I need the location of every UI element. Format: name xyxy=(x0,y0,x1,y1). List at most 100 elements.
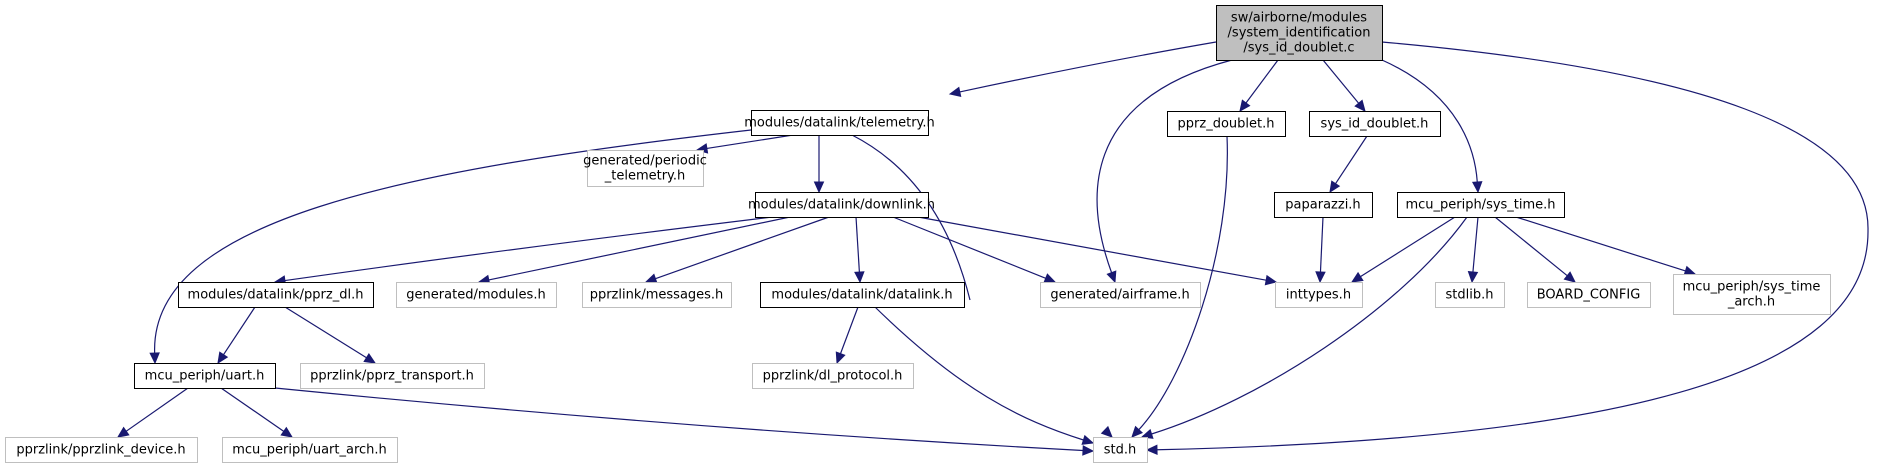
nodes-layer: sw/airborne/modules/system_identificatio… xyxy=(5,5,1831,463)
edge-uart-to-uart-arch xyxy=(220,387,294,438)
edge-downlink-to-messages-line xyxy=(655,216,830,280)
node-paparazzi[interactable]: paparazzi.h xyxy=(1274,192,1373,218)
node-downlink[interactable]: modules/datalink/downlink.h xyxy=(748,192,935,218)
node-periodic-telemetry[interactable]: generated/periodic_telemetry.h xyxy=(583,150,707,187)
node-box xyxy=(1673,274,1831,315)
edge-sys-time-to-stdlib-line xyxy=(1472,216,1479,273)
edge-sys-time-to-board-config-arrowhead xyxy=(1563,271,1576,283)
edge-downlink-to-gen-modules-line xyxy=(488,216,791,281)
edge-pprz-doublet-to-std-line xyxy=(1138,135,1228,431)
edge-pprz-dl-to-pprz-transport-line xyxy=(284,306,367,359)
node-box xyxy=(1216,5,1383,61)
node-label: sw/airborne/modules xyxy=(1231,11,1367,26)
edge-uart-to-std xyxy=(274,387,1095,456)
node-pprz-doublet[interactable]: pprz_doublet.h xyxy=(1167,111,1286,137)
edge-telemetry-to-periodic-telemetry-line xyxy=(706,134,794,150)
node-box xyxy=(755,192,929,218)
node-label: pprzlink/dl_protocol.h xyxy=(763,369,903,384)
edge-downlink-to-airframe-line xyxy=(892,216,1046,279)
node-uart[interactable]: mcu_periph/uart.h xyxy=(134,363,276,389)
edge-root-to-sys-time-arrowhead xyxy=(1471,181,1483,194)
edge-root-to-telemetry-line xyxy=(959,41,1217,93)
node-sys-time-arch[interactable]: mcu_periph/sys_time_arch.h xyxy=(1673,274,1831,315)
node-pprzlink-device[interactable]: pprzlink/pprzlink_device.h xyxy=(5,437,198,463)
edge-root-to-std xyxy=(1145,229,1869,456)
node-box xyxy=(1309,111,1441,137)
edge-downlink-to-datalink-arrowhead xyxy=(854,271,865,284)
node-datalink[interactable]: modules/datalink/datalink.h xyxy=(760,282,965,308)
edge-pprz-dl-to-uart-line xyxy=(223,306,256,355)
node-std[interactable]: std.h xyxy=(1093,437,1148,463)
edge-uart-to-uart-arch-arrowhead xyxy=(280,426,294,438)
edge-downlink-to-inttypes-arrowhead xyxy=(1264,274,1278,286)
edge-telemetry-to-periodic-telemetry xyxy=(695,134,794,154)
node-box xyxy=(1275,282,1363,308)
edge-root-to-std-part1 xyxy=(1381,41,1869,231)
node-airframe[interactable]: generated/airframe.h xyxy=(1040,282,1201,308)
edge-uart-to-std-arrowhead xyxy=(1082,445,1095,456)
edge-sys-id-doublet-h-to-paparazzi xyxy=(1329,135,1368,194)
edge-downlink-to-pprz-dl-line xyxy=(284,216,773,282)
edge-pprz-doublet-to-std-arrowhead xyxy=(1131,425,1144,438)
edge-root-to-airframe xyxy=(1096,59,1233,284)
node-stdlib[interactable]: stdlib.h xyxy=(1435,282,1505,308)
node-sys-time[interactable]: mcu_periph/sys_time.h xyxy=(1397,192,1565,218)
edges-layer xyxy=(117,41,1869,456)
edge-sys-time-to-stdlib xyxy=(1467,216,1479,284)
node-label: generated/periodic xyxy=(583,154,707,169)
edge-paparazzi-to-inttypes-line xyxy=(1319,216,1324,273)
edge-root-to-pprz-doublet-arrowhead xyxy=(1239,99,1251,112)
node-telemetry[interactable]: modules/datalink/telemetry.h xyxy=(744,110,935,136)
node-label: modules/datalink/telemetry.h xyxy=(744,116,935,131)
node-label: std.h xyxy=(1104,443,1137,458)
node-sys-id-doublet-h[interactable]: sys_id_doublet.h xyxy=(1309,111,1441,137)
edge-telemetry-to-uart-line xyxy=(154,129,752,354)
edge-sys-time-to-board-config xyxy=(1494,216,1576,283)
edge-sys-id-doublet-h-to-paparazzi-line xyxy=(1335,135,1368,184)
edge-uart-to-pprzlink-device-line xyxy=(125,387,189,432)
edge-sys-time-to-stdlib-arrowhead xyxy=(1467,271,1479,284)
node-gen-modules[interactable]: generated/modules.h xyxy=(396,282,557,308)
node-box xyxy=(587,150,704,187)
node-box xyxy=(5,437,198,463)
edge-downlink-to-datalink-line xyxy=(855,216,860,273)
node-label: /sys_id_doublet.c xyxy=(1243,41,1354,56)
edge-pprz-dl-to-pprz-transport-arrowhead xyxy=(363,352,377,364)
edge-root-to-sys-id-doublet-h-arrowhead xyxy=(1354,99,1366,112)
node-label: _arch.h xyxy=(1727,295,1775,310)
node-board-config[interactable]: BOARD_CONFIG xyxy=(1527,282,1651,308)
node-box xyxy=(222,437,398,463)
node-uart-arch[interactable]: mcu_periph/uart_arch.h xyxy=(222,437,398,463)
edge-sys-time-to-std-line xyxy=(1151,216,1468,435)
edge-datalink-to-std-line xyxy=(874,306,1084,441)
node-label: modules/datalink/downlink.h xyxy=(748,198,935,213)
node-box xyxy=(1527,282,1651,308)
edge-pprz-dl-to-pprz-transport xyxy=(284,306,377,364)
edge-datalink-to-std xyxy=(874,306,1095,445)
edge-datalink-to-dl-protocol-arrowhead xyxy=(835,351,846,365)
edge-telemetry-to-uart xyxy=(149,129,752,365)
node-dl-protocol[interactable]: pprzlink/dl_protocol.h xyxy=(752,363,914,389)
node-messages[interactable]: pprzlink/messages.h xyxy=(582,282,732,308)
node-inttypes[interactable]: inttypes.h xyxy=(1275,282,1363,308)
edge-downlink-to-inttypes-line xyxy=(917,216,1267,281)
edge-telemetry-to-downlink xyxy=(813,135,825,194)
edge-root-to-std-arrowhead xyxy=(1145,444,1158,456)
node-label: mcu_periph/sys_time xyxy=(1683,280,1821,295)
edge-downlink-to-pprz-dl xyxy=(273,216,773,286)
node-label: modules/datalink/pprz_dl.h xyxy=(188,288,364,303)
node-box xyxy=(1040,282,1201,308)
node-label: BOARD_CONFIG xyxy=(1537,288,1641,303)
node-pprz-dl[interactable]: modules/datalink/pprz_dl.h xyxy=(178,282,374,308)
edge-root-to-pprz-doublet-line xyxy=(1245,59,1279,104)
node-box xyxy=(760,282,965,308)
edge-root-to-sys-time xyxy=(1381,59,1483,194)
edge-sys-time-to-std xyxy=(1140,216,1468,439)
node-box xyxy=(582,282,732,308)
node-label: pprzlink/messages.h xyxy=(590,288,724,303)
edge-sys-time-to-inttypes-line xyxy=(1360,216,1456,278)
node-pprz-transport[interactable]: pprzlink/pprz_transport.h xyxy=(300,363,485,389)
node-label: pprzlink/pprzlink_device.h xyxy=(16,443,185,458)
node-label: mcu_periph/sys_time.h xyxy=(1405,198,1555,213)
